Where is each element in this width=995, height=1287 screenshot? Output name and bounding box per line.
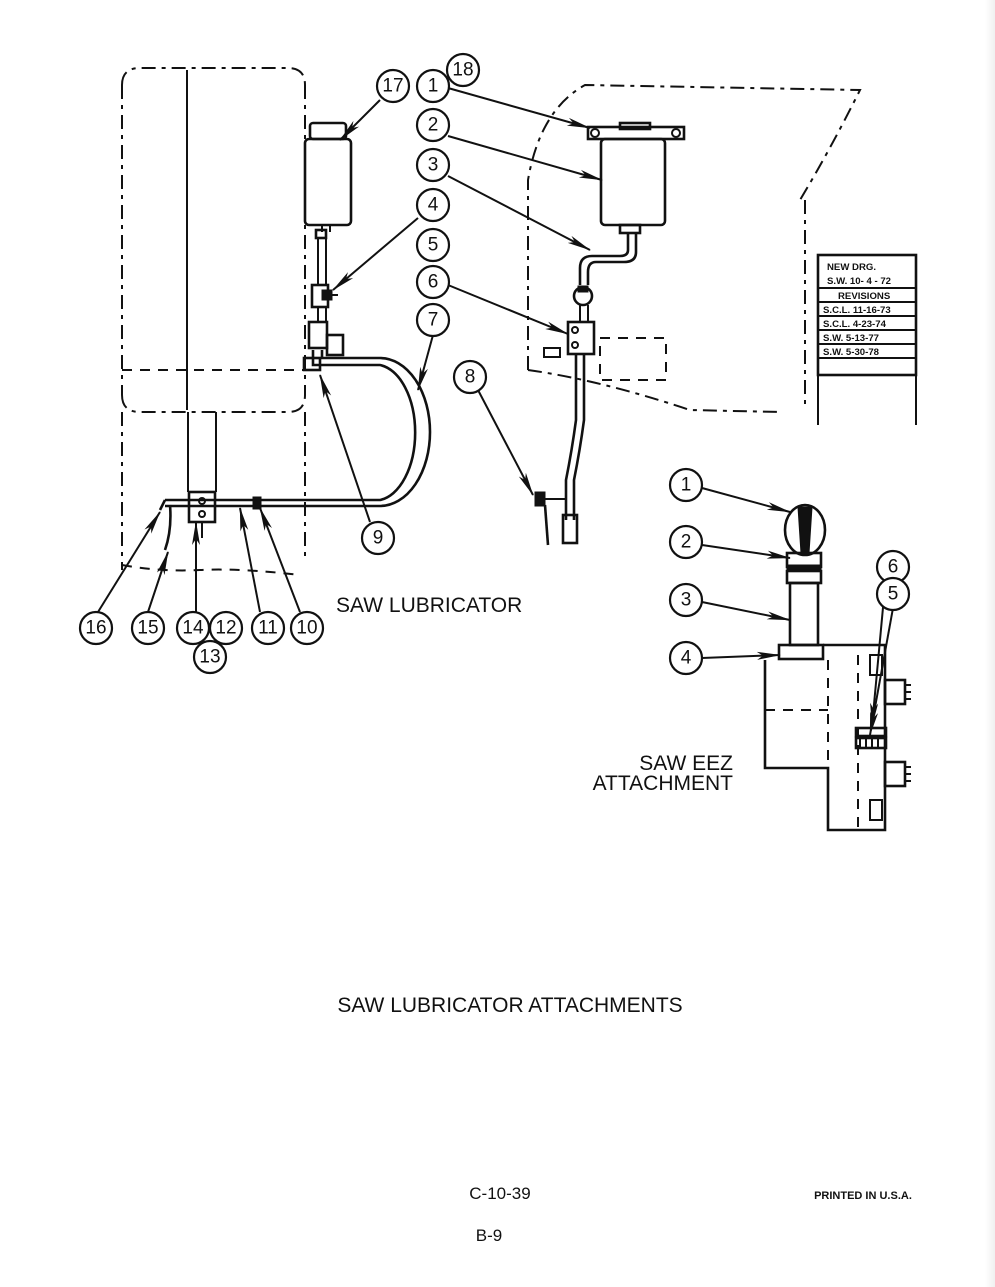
svg-text:4: 4	[428, 195, 439, 216]
svg-text:1: 1	[428, 76, 439, 97]
svg-text:10: 10	[296, 618, 317, 639]
svg-text:11: 11	[258, 618, 278, 639]
svg-text:1: 1	[681, 475, 692, 496]
svg-text:4: 4	[681, 648, 692, 669]
page-number: B-9	[476, 1226, 502, 1245]
callout-6: 6	[875, 549, 911, 585]
leaders-right-top	[447, 87, 603, 496]
svg-text:7: 7	[428, 310, 439, 331]
callout-5: 5	[415, 227, 451, 263]
callout-1: 1	[668, 467, 704, 503]
saw-eez-label-1: SAW EEZ	[639, 752, 733, 775]
rev-header-1: NEW DRG.	[827, 262, 876, 273]
svg-text:14: 14	[182, 618, 204, 639]
svg-text:15: 15	[137, 618, 158, 639]
callout-17: 17	[375, 68, 411, 104]
callout-2: 2	[415, 107, 451, 143]
callout-16: 16	[78, 610, 114, 646]
leaders-left	[97, 99, 434, 613]
callout-4: 4	[668, 640, 704, 676]
printed-in-usa: PRINTED IN U.S.A.	[814, 1190, 912, 1202]
callout-8: 8	[452, 359, 488, 395]
saw-eez-attachment	[763, 503, 911, 832]
lubricator-mounted-view	[527, 83, 862, 546]
callout-14: 14	[175, 610, 211, 646]
rev-row: S.W. 5-13-77	[823, 333, 879, 344]
svg-text:8: 8	[465, 367, 476, 388]
callout-1: 1	[415, 68, 451, 104]
svg-text:2: 2	[428, 115, 439, 136]
svg-text:3: 3	[428, 155, 439, 176]
page-edge-shadow	[985, 0, 995, 1287]
callout-15: 15	[130, 610, 166, 646]
saw-eez-label-2: ATTACHMENT	[593, 772, 734, 795]
callouts-left: 17 4 7 9 16 15 14 12 11 10 13	[78, 68, 451, 675]
svg-text:3: 3	[681, 590, 692, 611]
callout-3: 3	[668, 582, 704, 618]
callout-6: 6	[415, 264, 451, 300]
svg-text:16: 16	[85, 618, 106, 639]
callout-2: 2	[668, 524, 704, 560]
leaders-right-bottom	[701, 487, 894, 736]
rev-header-2: S.W. 10- 4 - 72	[827, 276, 891, 287]
page-title: SAW LUBRICATOR ATTACHMENTS	[337, 994, 682, 1017]
callout-7: 7	[415, 302, 451, 338]
svg-text:12: 12	[215, 618, 236, 639]
callout-9: 9	[360, 520, 396, 556]
svg-text:6: 6	[428, 272, 439, 293]
saw-lubricator-assembly	[121, 67, 432, 576]
callout-18: 18	[445, 52, 481, 88]
rev-row: S.W. 5-30-78	[823, 347, 880, 358]
callout-4: 4	[415, 187, 451, 223]
callouts-right-bottom: 1 2 3 4 6 5	[668, 467, 911, 676]
svg-text:13: 13	[199, 647, 220, 668]
svg-text:17: 17	[382, 76, 403, 97]
svg-text:18: 18	[452, 60, 473, 81]
rev-row: S.C.L. 11-16-73	[823, 305, 891, 316]
saw-lubricator-label: SAW LUBRICATOR	[336, 594, 522, 617]
callout-12: 12	[208, 610, 244, 646]
callout-10: 10	[289, 610, 325, 646]
callout-3: 3	[415, 147, 451, 183]
svg-text:9: 9	[373, 528, 384, 549]
rev-row: S.C.L. 4-23-74	[823, 319, 887, 330]
callout-13: 13	[192, 639, 228, 675]
callout-5: 5	[875, 576, 911, 612]
rev-header-3: REVISIONS	[838, 291, 891, 302]
revision-table: NEW DRG. S.W. 10- 4 - 72 REVISIONS S.C.L…	[816, 253, 918, 425]
svg-text:6: 6	[888, 557, 899, 578]
drawing-number: C-10-39	[469, 1184, 530, 1203]
svg-text:5: 5	[888, 584, 899, 605]
svg-text:5: 5	[428, 235, 439, 256]
svg-text:2: 2	[681, 532, 692, 553]
callouts-right-top: 18 1 2 3 5 6 8	[415, 52, 488, 395]
callout-11: 11	[250, 610, 286, 646]
